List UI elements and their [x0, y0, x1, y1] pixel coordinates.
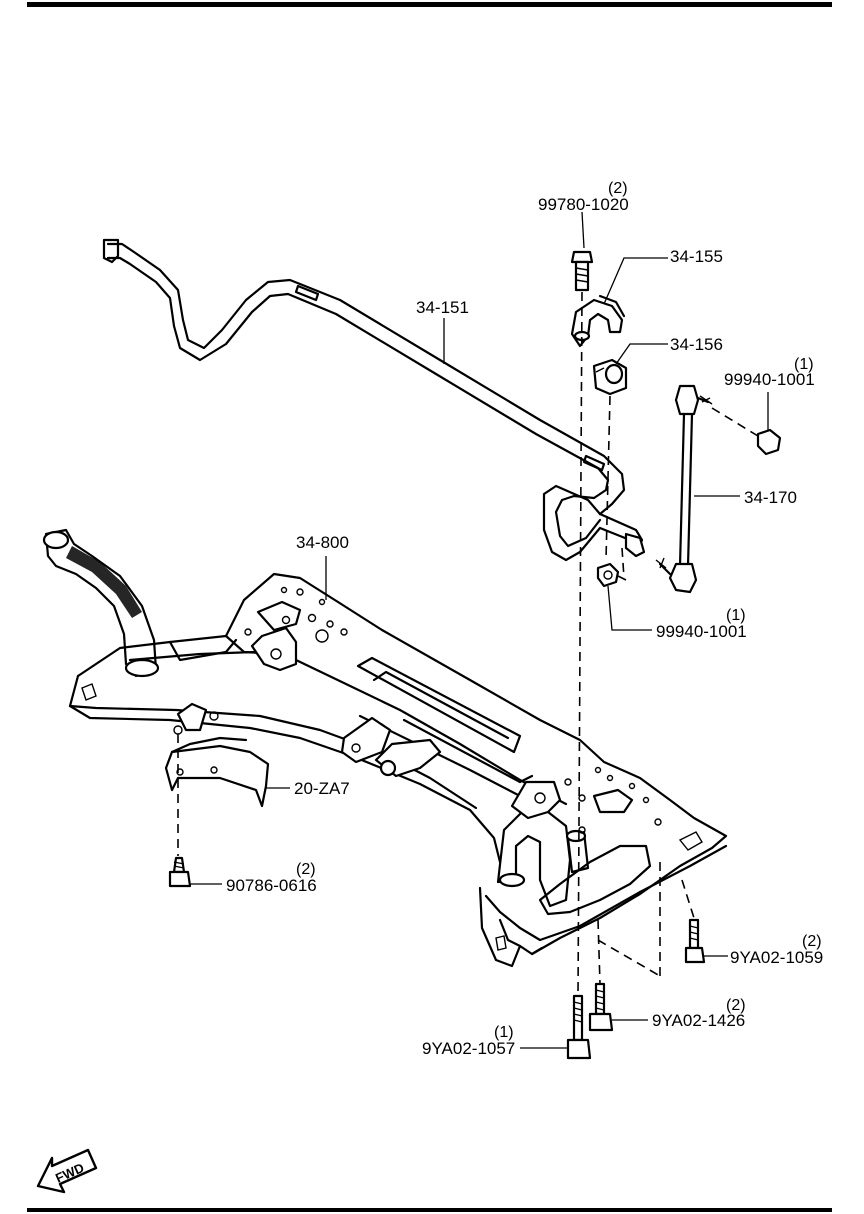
qty-p5: (1): [794, 356, 814, 373]
bolt-9YA02-1426: [588, 982, 614, 1032]
bolt-9YA02-1059: [684, 918, 706, 964]
label-p5: 99940-1001: [724, 370, 815, 389]
bolt-99780: [570, 250, 594, 292]
control-link-34-170: [655, 384, 713, 594]
label-p13: 9YA02-1057: [422, 1039, 515, 1058]
assembly-lines: [177, 291, 759, 997]
label-p7: 34-800: [296, 533, 349, 552]
qty-p13: (1): [494, 1024, 514, 1041]
cover-20-ZA7: [164, 736, 270, 808]
label-p8: 99940-1001: [656, 622, 747, 641]
label-p9: 20-ZA7: [294, 779, 350, 798]
bottom-border: [27, 1208, 832, 1212]
label-p2: 34-155: [670, 247, 723, 266]
label-p10: 90786-0616: [226, 876, 317, 895]
qty-p8: (1): [726, 607, 746, 624]
label-p3: 34-151: [416, 298, 469, 317]
stabilizer-bar: [102, 238, 646, 562]
qty-p11: (2): [802, 933, 822, 950]
qty-p1: (2): [608, 180, 628, 197]
qty-p12: (2): [726, 997, 746, 1014]
fwd-arrow-icon: FWD: [36, 1148, 98, 1194]
label-p6: 34-170: [744, 488, 797, 507]
bushing-34-156: [592, 358, 628, 396]
nut-99940-top: [756, 428, 782, 456]
label-p12: 9YA02-1426: [652, 1011, 745, 1030]
crossmember-34-800: [42, 528, 728, 968]
screw-90786: [168, 856, 192, 888]
bolt-9YA02-1057: [566, 994, 592, 1060]
leader-lines: [190, 211, 769, 1049]
label-p1: 99780-1020: [538, 195, 629, 214]
labels: (2) 99780-1020 34-155 34-151 34-156 (1) …: [226, 180, 823, 1058]
label-p11: 9YA02-1059: [730, 948, 823, 967]
bracket-34-155: [570, 294, 626, 348]
qty-p10: (2): [296, 861, 316, 878]
nut-99940-bottom: [596, 562, 620, 588]
label-p4: 34-156: [670, 335, 723, 354]
top-border: [27, 2, 832, 7]
